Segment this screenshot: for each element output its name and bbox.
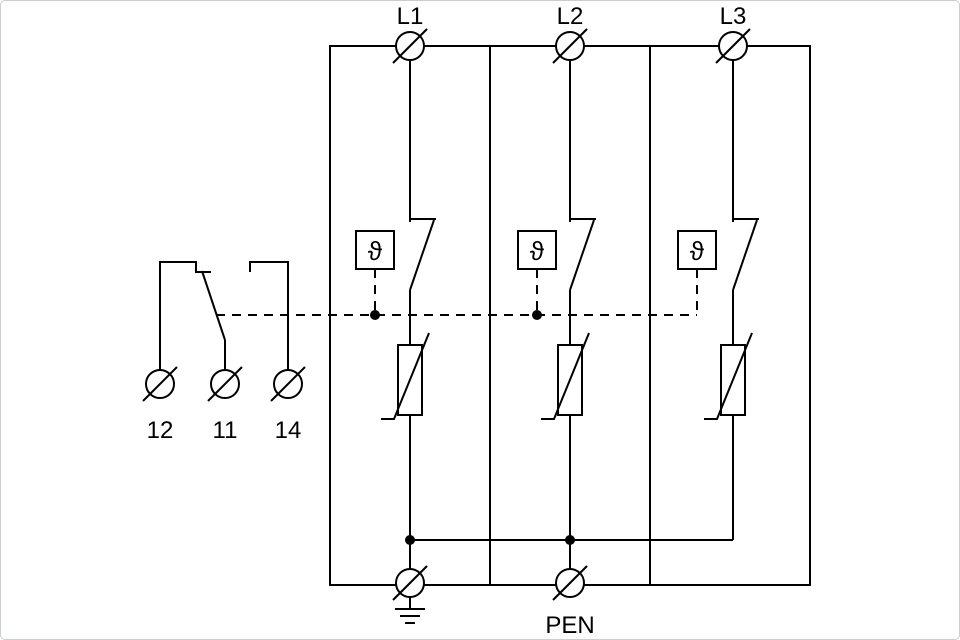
phase-branch-l1: L1 ϑ: [355, 3, 436, 540]
phase-label-l1: L1: [397, 3, 424, 30]
phase-branch-l2: L2 ϑ: [517, 3, 596, 540]
varistor-l2: [541, 332, 590, 420]
terminal-pen-icon: [552, 565, 588, 601]
contact-14-path: [249, 261, 289, 370]
linkage-junction-dot-2: [532, 310, 542, 320]
phase-label-l3: L3: [720, 3, 747, 30]
bottom-bus: [405, 535, 733, 569]
theta-symbol-l3: ϑ: [690, 236, 705, 266]
terminal-11-icon: [207, 366, 243, 402]
terminal-pen-slash: [552, 565, 588, 601]
terminal-l3-slash: [715, 28, 751, 64]
phase-branch-l3: L3 ϑ: [677, 3, 759, 540]
terminal-l1-slash: [392, 28, 428, 64]
contact-12-path: [159, 261, 211, 370]
terminal-l1-icon: [392, 28, 428, 64]
thermal-monitor-box-l1: [355, 230, 395, 270]
aux-label-12: 12: [147, 417, 174, 444]
remote-signalling-contact: 12 11 14: [142, 261, 306, 444]
terminal-14-icon: [270, 366, 306, 402]
theta-symbol-l2: ϑ: [530, 236, 545, 266]
disconnector-blade-l2: [569, 219, 595, 291]
disconnector-blade-l1: [409, 219, 435, 291]
terminal-earth-slash: [392, 565, 428, 601]
terminal-l2-icon: [552, 28, 588, 64]
varistor-diagonal-l2: [541, 332, 590, 420]
earth-ground-icon: [395, 597, 425, 624]
terminal-earth-icon: [392, 565, 428, 601]
phase-label-l2: L2: [557, 3, 584, 30]
terminal-12-icon: [142, 366, 178, 402]
terminal-11-slash: [207, 366, 243, 402]
varistor-l3: [704, 332, 753, 420]
linkage-junction-dot-1: [370, 310, 380, 320]
varistor-diagonal-l1: [381, 332, 430, 420]
mechanical-linkage-dashed-line: [216, 269, 698, 320]
theta-symbol-l1: ϑ: [368, 236, 383, 266]
terminal-14-slash: [270, 366, 306, 402]
aux-label-14: 14: [275, 417, 302, 444]
aux-label-11: 11: [213, 417, 238, 444]
thermal-monitor-box-l2: [517, 230, 557, 270]
changeover-blade: [201, 270, 226, 341]
varistor-l1: [381, 332, 430, 420]
terminal-12-slash: [142, 366, 178, 402]
varistor-diagonal-l3: [704, 332, 753, 420]
pen-label: PEN: [545, 612, 594, 639]
thermal-monitor-box-l3: [677, 230, 717, 270]
disconnector-blade-l3: [732, 219, 758, 291]
terminal-l3-icon: [715, 28, 751, 64]
terminal-l2-slash: [552, 28, 588, 64]
